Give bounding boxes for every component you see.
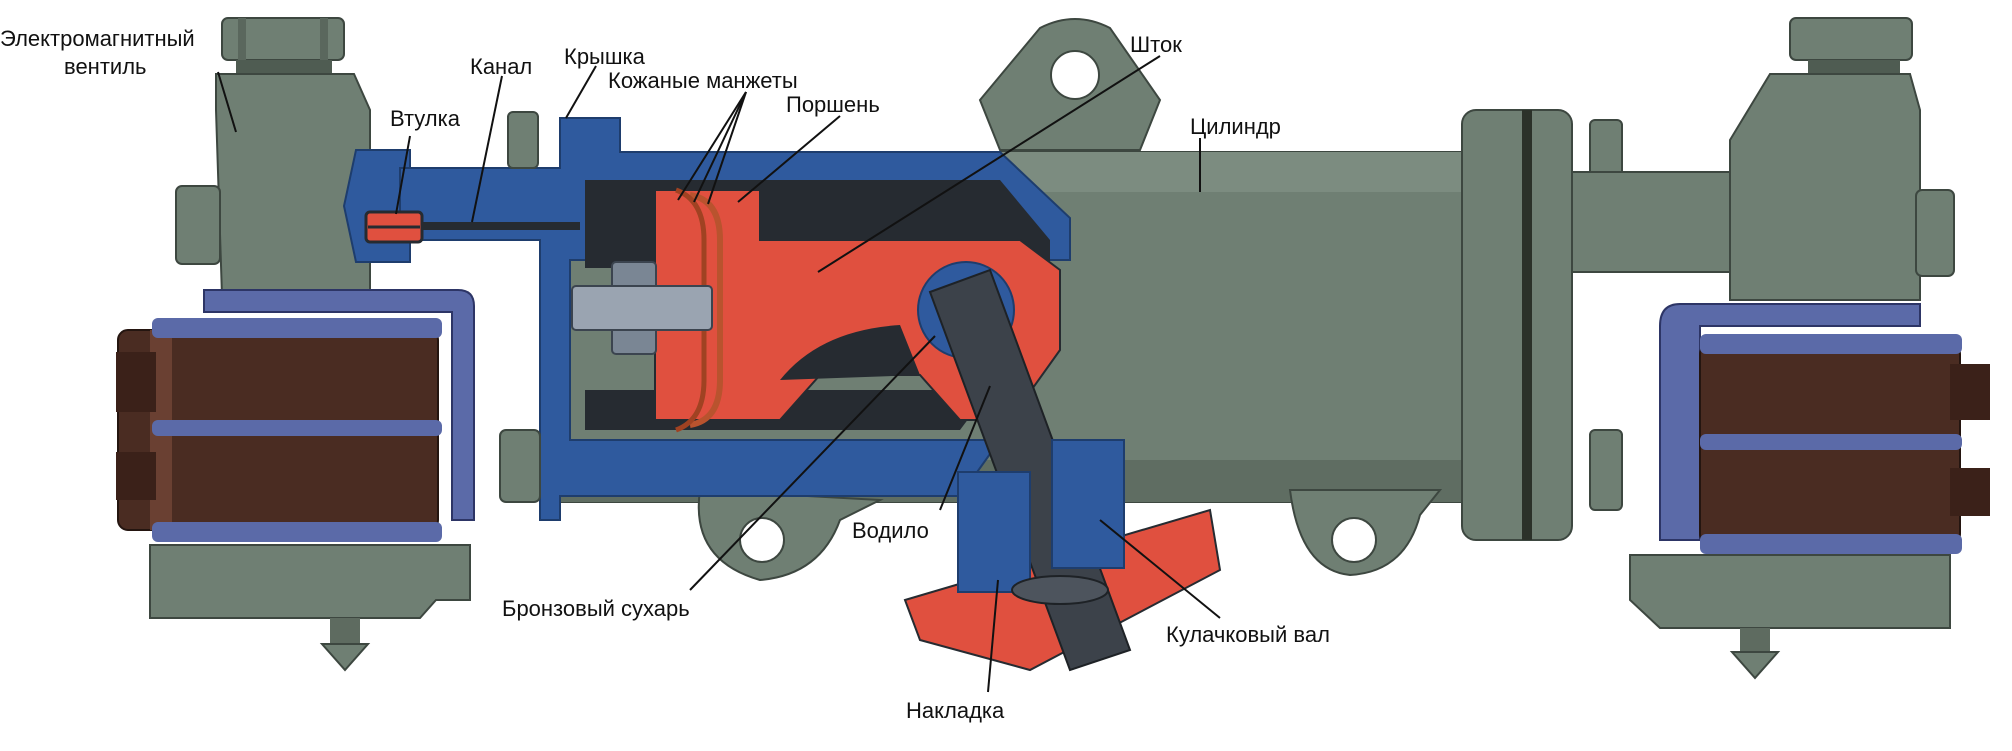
leader-cups-1 xyxy=(677,91,747,201)
leader-camshaft xyxy=(1099,519,1221,619)
label-cups: Кожаные манжеты xyxy=(608,68,798,93)
leader-cups-2 xyxy=(693,91,747,203)
left-coil-frame xyxy=(203,289,475,521)
label-shoe: Бронзовый сухарь xyxy=(502,596,690,621)
leader-carrier xyxy=(939,385,991,511)
right-valve-body xyxy=(1729,73,1921,301)
channel-bore xyxy=(390,222,580,230)
leader-shoe xyxy=(689,335,936,591)
leader-channel xyxy=(471,75,503,223)
right-coil-frame xyxy=(1659,303,1921,541)
label-rod: Шток xyxy=(1130,32,1182,57)
left-valve-base xyxy=(149,544,471,619)
leader-lines xyxy=(217,55,1221,693)
leader-piston xyxy=(737,115,841,203)
label-channel: Канал xyxy=(470,54,532,79)
left-valve-side-nut xyxy=(175,185,221,265)
label-cylinder: Цилиндр xyxy=(1190,114,1281,139)
label-carrier: Водило xyxy=(852,518,929,543)
label-valve-line1: Электромагнитный xyxy=(0,26,195,51)
label-cover: Крышка xyxy=(564,44,646,69)
leader-cups-3 xyxy=(707,91,747,205)
leader-pad xyxy=(987,579,999,693)
leader-valve xyxy=(217,71,237,133)
label-pad: Накладка xyxy=(906,698,1005,723)
right-valve-assembly xyxy=(1629,17,1990,680)
right-valve-side-nut xyxy=(1915,189,1955,277)
cylinder-flange xyxy=(1461,109,1573,541)
piston-thread xyxy=(571,285,713,331)
left-valve-body xyxy=(215,73,371,297)
leather-cups xyxy=(689,192,723,428)
carrier-assembly xyxy=(903,261,1222,672)
leader-bushing xyxy=(395,135,411,215)
camshaft-block-right xyxy=(1051,439,1125,569)
leader-cover xyxy=(565,65,597,119)
right-valve-top-nut xyxy=(1789,17,1913,61)
label-camshaft: Кулачковый вал xyxy=(1166,622,1330,647)
camshaft-block-left xyxy=(957,471,1031,593)
label-piston: Поршень xyxy=(786,92,880,117)
right-valve-base xyxy=(1629,554,1951,629)
leader-rod xyxy=(817,55,1161,273)
label-bushing: Втулка xyxy=(390,106,461,131)
label-valve-line2: вентиль xyxy=(64,54,147,79)
labels: Электромагнитный вентиль Втулка Канал Кр… xyxy=(0,26,1330,723)
